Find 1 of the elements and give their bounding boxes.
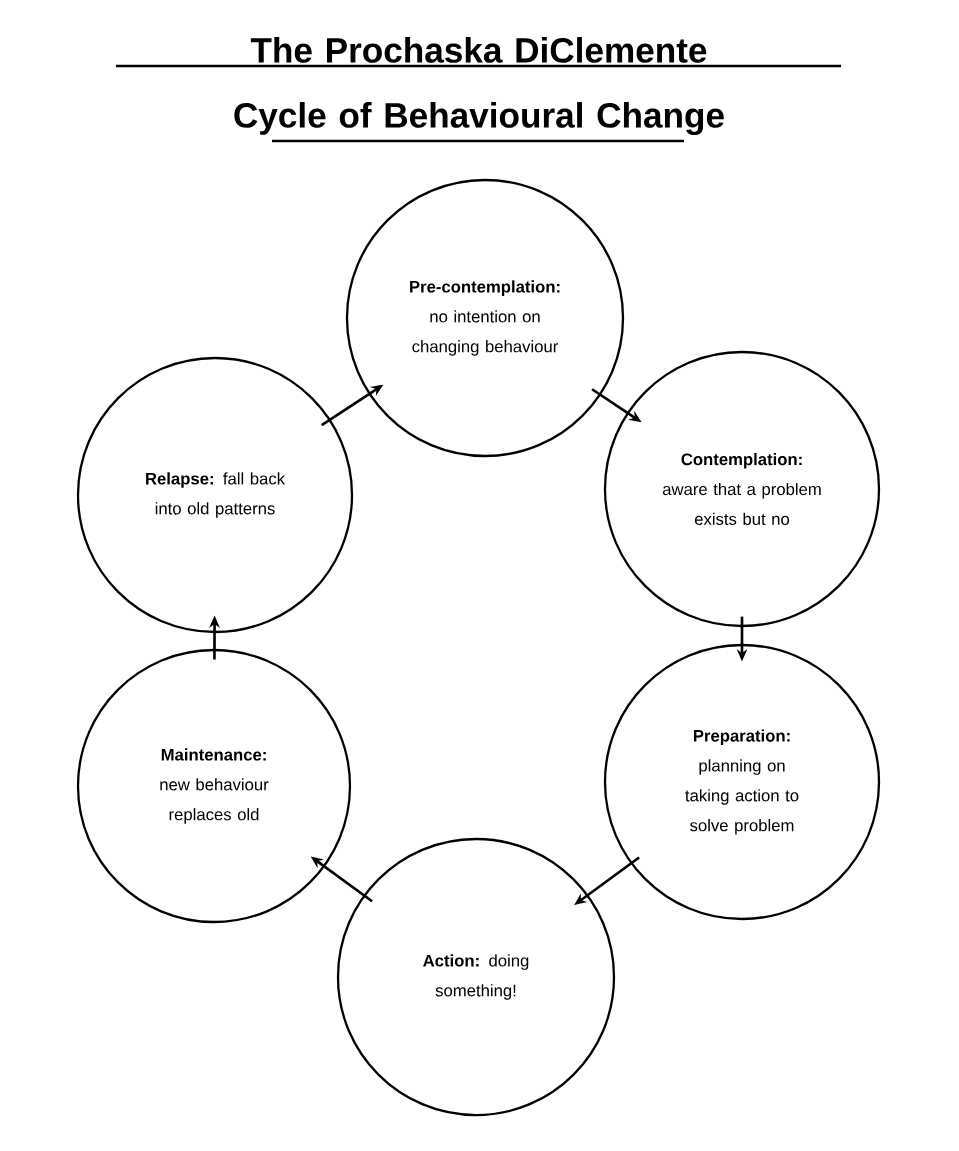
title: The Prochaska DiClemente Cycle of Behavioural Change — [116, 37, 841, 143]
